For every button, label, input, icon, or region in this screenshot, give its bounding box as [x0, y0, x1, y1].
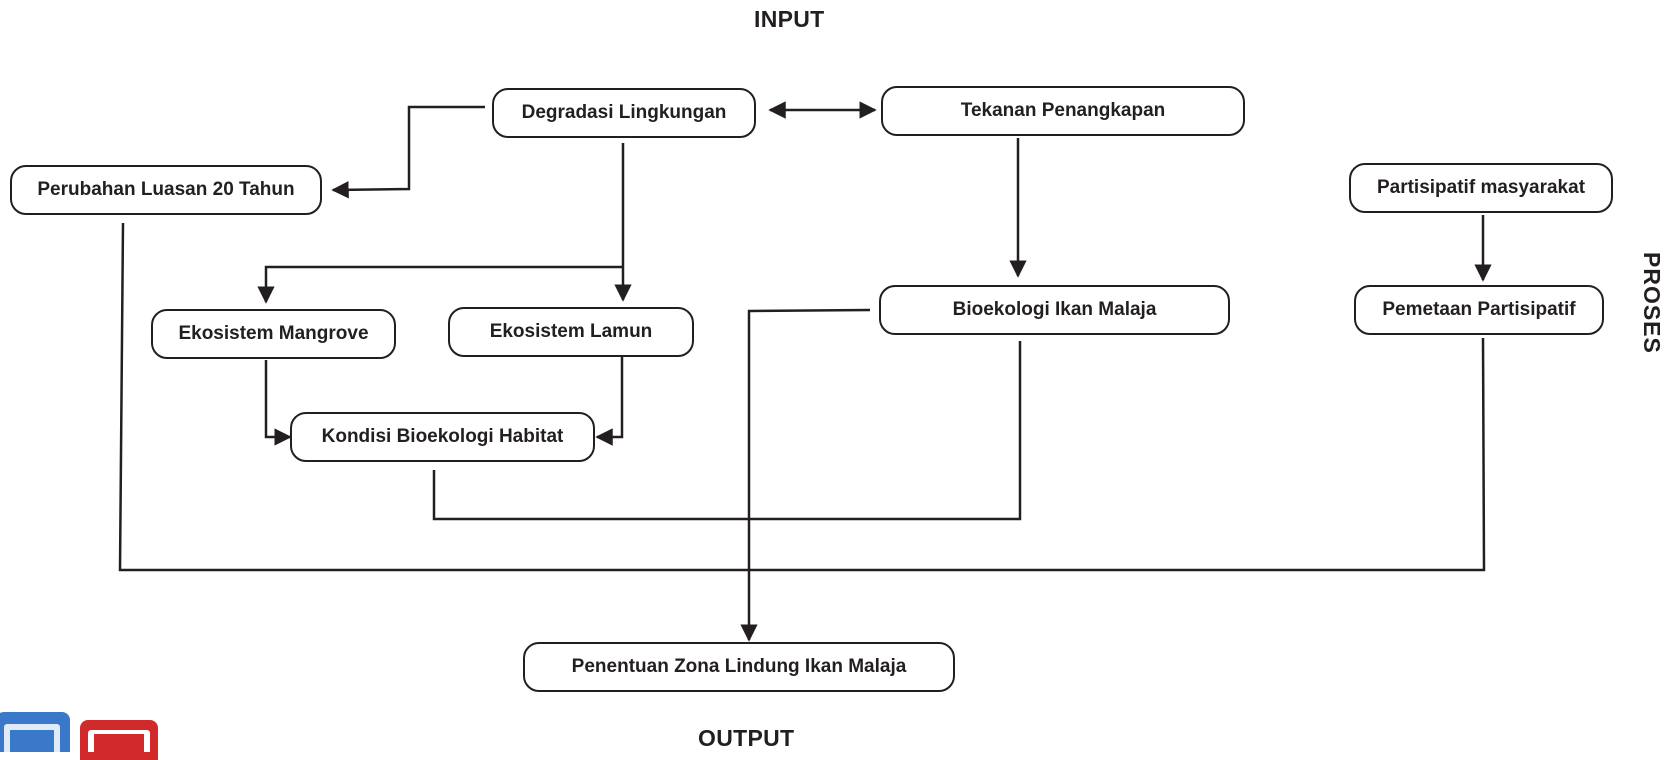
edge-lamun-kondisi — [595, 357, 624, 446]
node-ekosistem-mangrove: Ekosistem Mangrove — [151, 309, 396, 359]
node-tekanan-penangkapan: Tekanan Penangkapan — [881, 86, 1245, 136]
node-bioekologi-ikan-malaja: Bioekologi Ikan Malaja — [879, 285, 1230, 335]
edge-bioekologi-penentuan — [740, 308, 871, 642]
node-perubahan-luasan: Perubahan Luasan 20 Tahun — [10, 165, 322, 215]
edge-kondisi-bioekologi-merge — [432, 341, 1022, 521]
edge-degradasi-mangrove — [257, 265, 623, 304]
node-pemetaan-partisipatif: Pemetaan Partisipatif — [1354, 285, 1604, 335]
node-degradasi-lingkungan: Degradasi Lingkungan — [492, 88, 756, 138]
node-kondisi-bioekologi-habitat: Kondisi Bioekologi Habitat — [290, 412, 595, 462]
node-partisipatif-masyarakat: Partisipatif masyarakat — [1349, 163, 1613, 213]
output-label: OUTPUT — [698, 725, 795, 751]
proses-label: PROSES — [1639, 252, 1665, 354]
file-icon-blue — [0, 712, 70, 752]
input-label: INPUT — [754, 6, 825, 32]
edge-perubahan-pemetaan-merge — [118, 222, 1486, 572]
node-ekosistem-lamun: Ekosistem Lamun — [448, 307, 694, 357]
node-penentuan-zona-lindung: Penentuan Zona Lindung Ikan Malaja — [523, 642, 955, 692]
pdf-icon-red — [80, 720, 158, 760]
edge-mangrove-kondisi — [264, 360, 292, 446]
edge-degradasi-perubahan — [331, 105, 485, 199]
